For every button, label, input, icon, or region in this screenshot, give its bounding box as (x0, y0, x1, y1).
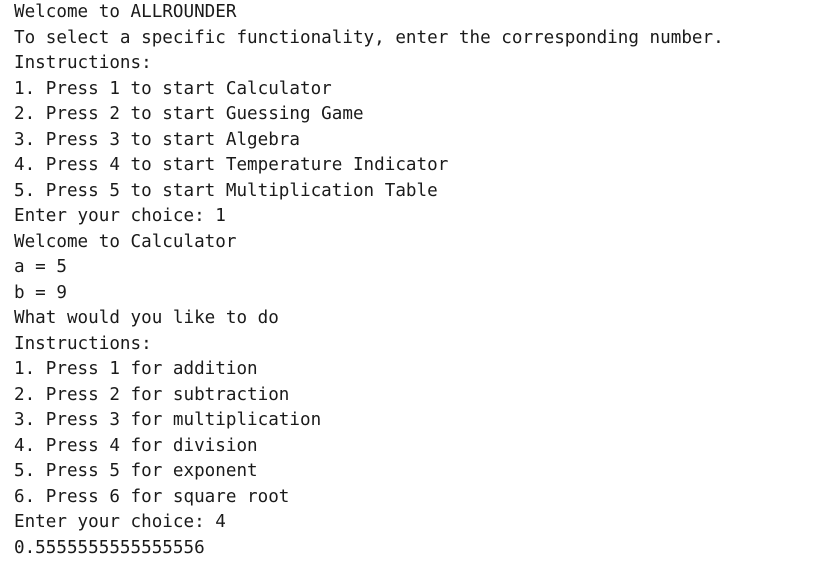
operation-option-division: 4. Press 4 for division (14, 435, 258, 456)
operation-choice-prompt: Enter your choice: 4 (14, 512, 226, 532)
operation-instructions-heading: Instructions: (14, 333, 152, 354)
operation-option-exponent: 5. Press 5 for exponent (14, 461, 258, 481)
choice-prompt: Enter your choice: 1 (14, 206, 226, 226)
welcome-line: Welcome to ALLROUNDER (14, 2, 237, 22)
result-line: 0.5555555555555556 (14, 537, 205, 558)
menu-option-guessing-game: 2. Press 2 to start Guessing Game (14, 104, 364, 124)
menu-option-calculator: 1. Press 1 to start Calculator (14, 78, 332, 99)
instructions-heading: Instructions: (14, 53, 152, 73)
variable-a-line: a = 5 (14, 257, 67, 277)
operation-option-addition: 1. Press 1 for addition (14, 359, 258, 379)
operation-question-line: What would you like to do (14, 308, 279, 328)
calculator-welcome-line: Welcome to Calculator (14, 231, 237, 252)
select-functionality-line: To select a specific functionality, ente… (14, 27, 724, 48)
operation-option-subtraction: 2. Press 2 for subtraction (14, 384, 290, 405)
menu-option-temperature-indicator: 4. Press 4 to start Temperature Indicato… (14, 155, 449, 175)
operation-option-multiplication: 3. Press 3 for multiplication (14, 410, 322, 430)
menu-option-algebra: 3. Press 3 to start Algebra (14, 129, 300, 150)
menu-option-multiplication-table: 5. Press 5 to start Multiplication Table (14, 180, 438, 201)
variable-b-line: b = 9 (14, 282, 67, 303)
operation-option-square-root: 6. Press 6 for square root (14, 486, 290, 507)
